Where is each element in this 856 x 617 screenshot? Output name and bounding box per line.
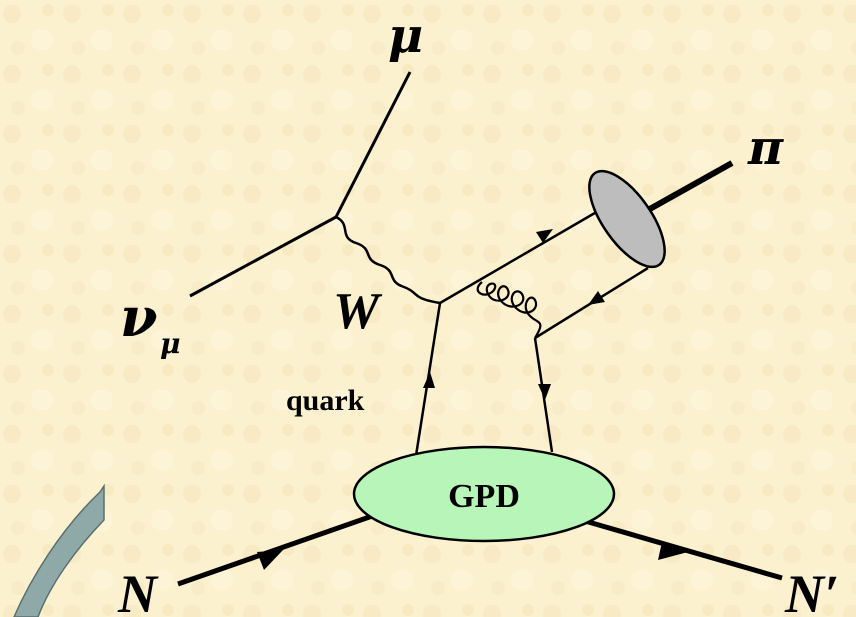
muon-line — [334, 71, 412, 218]
neutrino-line — [189, 215, 337, 298]
pion-label: π — [747, 120, 784, 176]
antiquark-arrow — [588, 291, 605, 305]
nucleon-out-label: N′ — [784, 564, 839, 617]
w-boson-line — [335, 215, 441, 305]
return-quark-arrow — [538, 384, 551, 400]
gpd-label: GPD — [448, 478, 520, 515]
neutrino-label: ν — [120, 285, 157, 349]
outgoing-nucleon-line — [584, 518, 783, 581]
neutrino-subscript: μ — [160, 327, 181, 360]
decorative-swoosh — [13, 483, 105, 617]
incoming-nucleon-line — [177, 511, 379, 587]
gpd-blob — [352, 445, 616, 543]
outgoing-nucleon-arrow — [658, 542, 688, 560]
gluon-line — [476, 281, 542, 339]
nucleon-in-label: N — [117, 564, 159, 617]
pion-blob — [588, 169, 666, 269]
outgoing-quark-arrow — [536, 229, 553, 243]
quark-label: quark — [286, 384, 365, 417]
muon-label: μ — [388, 8, 423, 64]
pion-line — [646, 160, 734, 213]
quark-arrow — [423, 372, 435, 388]
outgoing-quark-line — [439, 208, 601, 305]
incoming-nucleon-arrow — [257, 550, 283, 570]
w-boson-label: W — [333, 283, 383, 340]
